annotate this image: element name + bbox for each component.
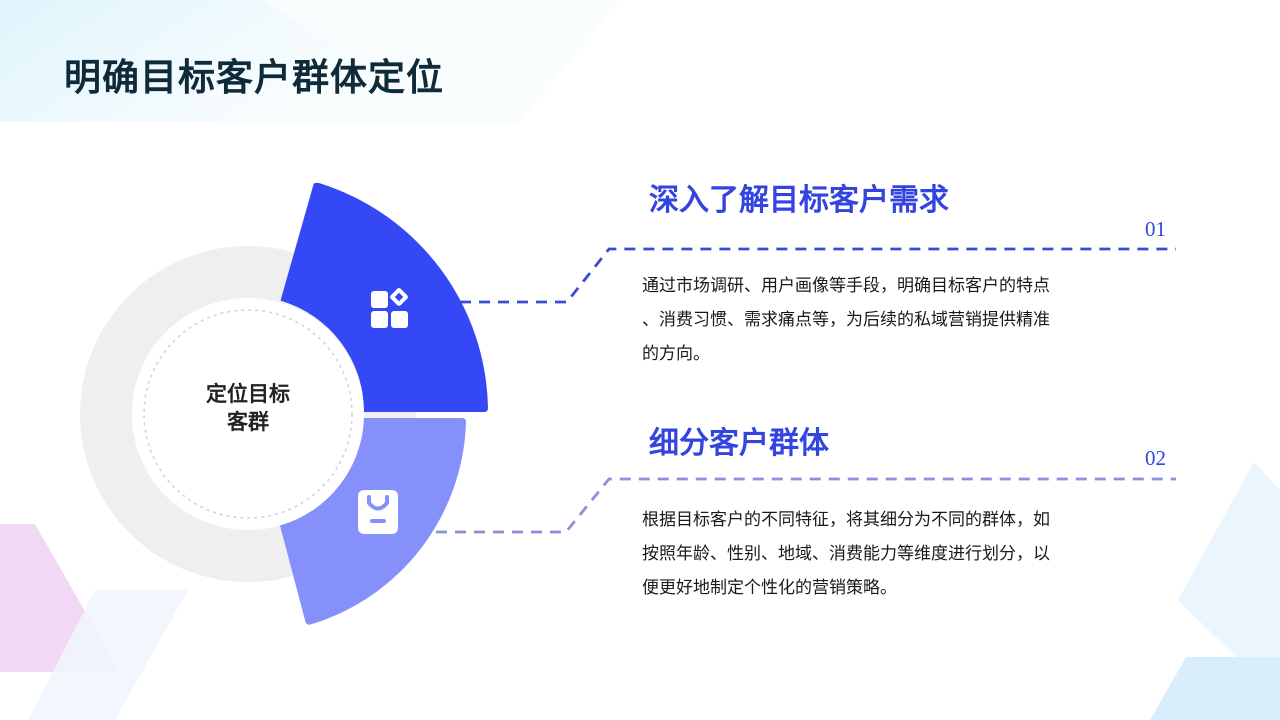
section-2-body-line: 按照年龄、性别、地域、消费能力等维度进行划分，以	[642, 544, 1050, 564]
section-2-body-line: 根据目标客户的不同特征，将其细分为不同的群体，如	[642, 510, 1050, 530]
center-label-line2: 客群	[227, 410, 269, 434]
center-label: 定位目标 客群	[168, 380, 328, 436]
page-title: 明确目标客户群体定位	[64, 56, 444, 99]
connector-line-1	[460, 247, 1176, 304]
section-1-body-line: 、消费习惯、需求痛点等，为后续的私域营销提供精准	[642, 310, 1050, 330]
shopping-bag-icon	[358, 490, 398, 534]
inner-circle	[132, 298, 364, 530]
gray-ring	[80, 246, 416, 582]
center-label-line1: 定位目标	[206, 382, 290, 406]
section-2-body-line: 便更好地制定个性化的营销策略。	[642, 578, 897, 598]
connector-line-2	[436, 477, 1176, 534]
section-2-number: 02	[1145, 446, 1166, 470]
section-2-body: 根据目标客户的不同特征，将其细分为不同的群体，如 按照年龄、性别、地域、消费能力…	[642, 503, 1132, 605]
section-2-title: 细分客户群体	[649, 426, 829, 461]
section-1-number: 01	[1145, 217, 1166, 241]
section-1-title: 深入了解目标客户需求	[649, 183, 949, 218]
section-1-body-line: 通过市场调研、用户画像等手段，明确目标客户的特点	[642, 276, 1050, 296]
inner-dashed-circle	[143, 309, 353, 519]
grid-apps-icon	[371, 288, 408, 328]
section-1-body-line: 的方向。	[642, 344, 710, 364]
section-1-body: 通过市场调研、用户画像等手段，明确目标客户的特点 、消费习惯、需求痛点等，为后续…	[642, 269, 1132, 371]
